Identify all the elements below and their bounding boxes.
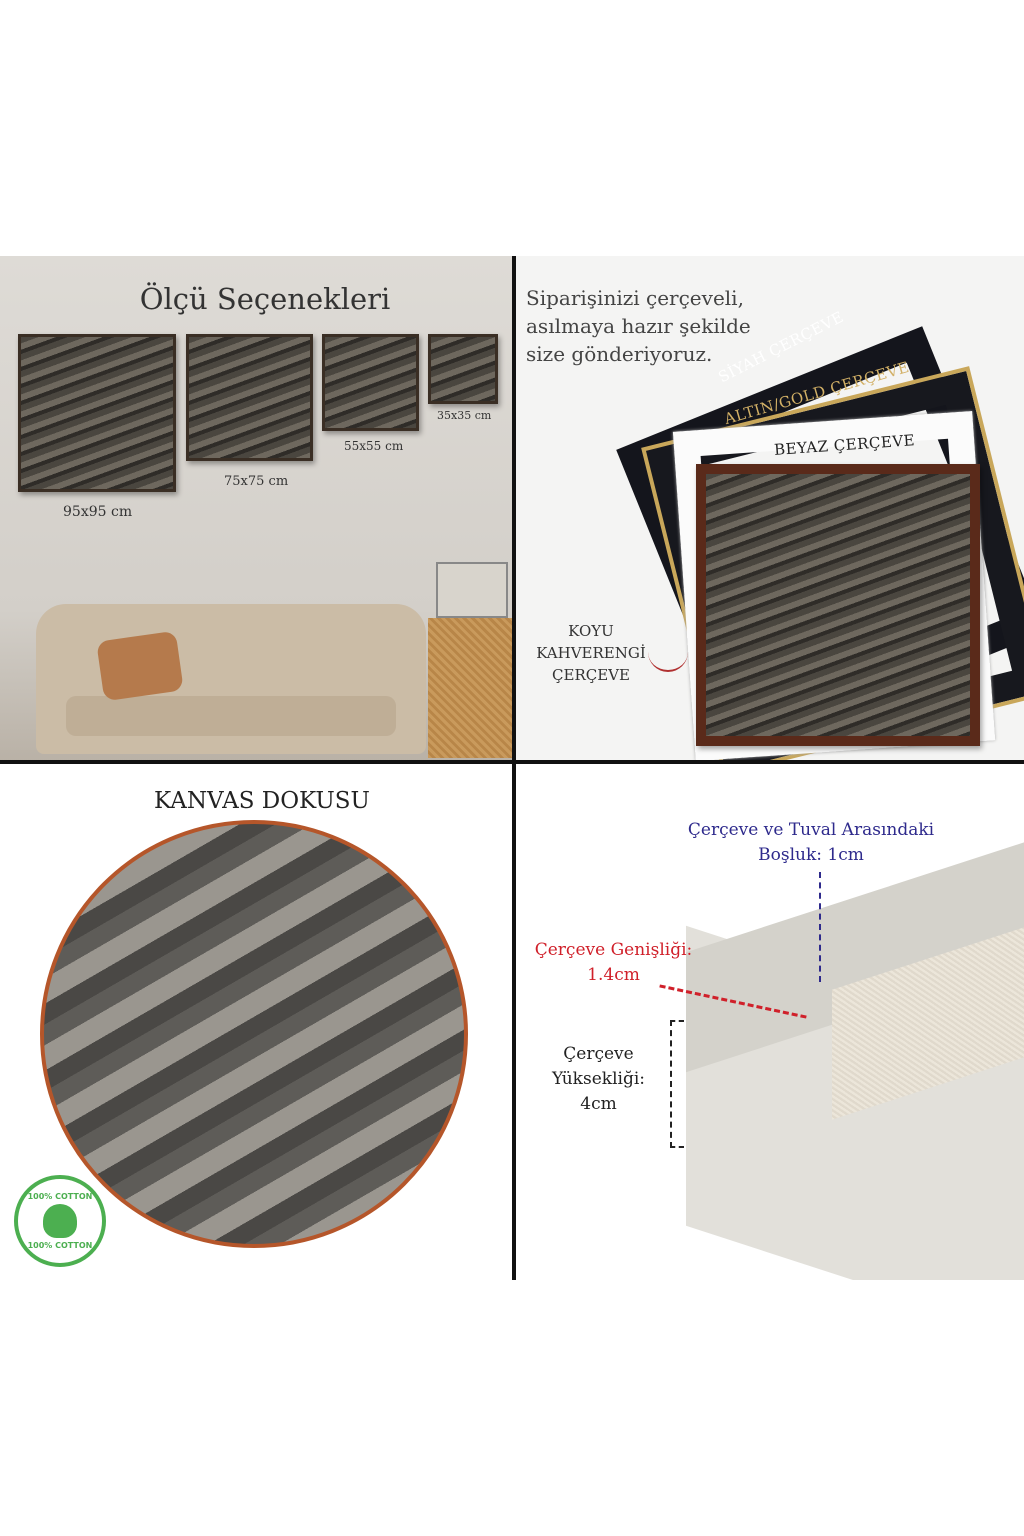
- sofa-seat: [66, 696, 396, 736]
- gap-label: Çerçeve ve Tuval Arasındaki Boşluk: 1cm: [666, 818, 956, 868]
- artwork-35: [428, 334, 498, 404]
- cotton-badge-text: 100% COTTON: [27, 1241, 93, 1250]
- width-label-line: 1.4cm: [587, 965, 640, 985]
- vertical-divider: [512, 256, 516, 1280]
- intro-line: asılmaya hazır şekilde: [526, 314, 751, 338]
- height-label-line: Yüksekliği:: [551, 1069, 645, 1089]
- brown-label-line: ÇERÇEVE: [552, 666, 630, 684]
- artwork-95: [18, 334, 176, 492]
- cotton-badge: 100% COTTON 100% COTTON: [14, 1175, 106, 1267]
- size-label: 75x75 cm: [224, 474, 289, 489]
- height-indicator-line: [670, 1020, 684, 1148]
- width-label-line: Çerçeve Genişliği:: [534, 940, 693, 960]
- canvas-texture-circle: [40, 820, 468, 1248]
- brown-framed-artwork: [696, 464, 980, 746]
- cotton-icon: [43, 1204, 77, 1238]
- gap-label-line: Çerçeve ve Tuval Arasındaki: [687, 820, 935, 840]
- artwork-55: [322, 334, 419, 431]
- width-label: Çerçeve Genişliği: 1.4cm: [526, 938, 701, 988]
- gap-indicator-line: [819, 872, 821, 982]
- size-options-title: Ölçü Seçenekleri: [139, 282, 391, 316]
- cotton-badge-text: 100% COTTON: [27, 1192, 93, 1201]
- brown-label-line: KAHVERENGİ: [536, 644, 646, 662]
- artwork-75: [186, 334, 313, 461]
- size-label: 55x55 cm: [344, 439, 404, 453]
- intro-text: Siparişinizi çerçeveli, asılmaya hazır ş…: [526, 284, 751, 368]
- size-label: 35x35 cm: [437, 409, 492, 422]
- brown-label-line: KOYU: [568, 622, 614, 640]
- cabinet: [428, 618, 512, 758]
- pillow: [96, 630, 184, 702]
- curved-arrow-icon: [648, 650, 688, 672]
- intro-line: size gönderiyoruz.: [526, 342, 713, 366]
- height-label-line: Çerçeve: [563, 1044, 634, 1064]
- frame-dimensions-panel: Çerçeve ve Tuval Arasındaki Boşluk: 1cm …: [516, 764, 1024, 1280]
- brown-frame-label: KOYU KAHVERENGİ ÇERÇEVE: [526, 620, 656, 686]
- frame-options-panel: Siparişinizi çerçeveli, asılmaya hazır ş…: [516, 256, 1024, 762]
- size-options-panel: Ölçü Seçenekleri 95x95 cm 75x75 cm 55x55…: [0, 256, 512, 762]
- height-label: Çerçeve Yüksekliği: 4cm: [536, 1042, 661, 1117]
- record-player: [436, 562, 508, 618]
- intro-line: Siparişinizi çerçeveli,: [526, 286, 744, 310]
- size-label: 95x95 cm: [63, 504, 133, 520]
- gap-label-line: Boşluk: 1cm: [758, 845, 864, 865]
- height-label-line: 4cm: [580, 1094, 617, 1114]
- texture-title: KANVAS DOKUSU: [154, 788, 370, 814]
- horizontal-divider: [0, 760, 1024, 764]
